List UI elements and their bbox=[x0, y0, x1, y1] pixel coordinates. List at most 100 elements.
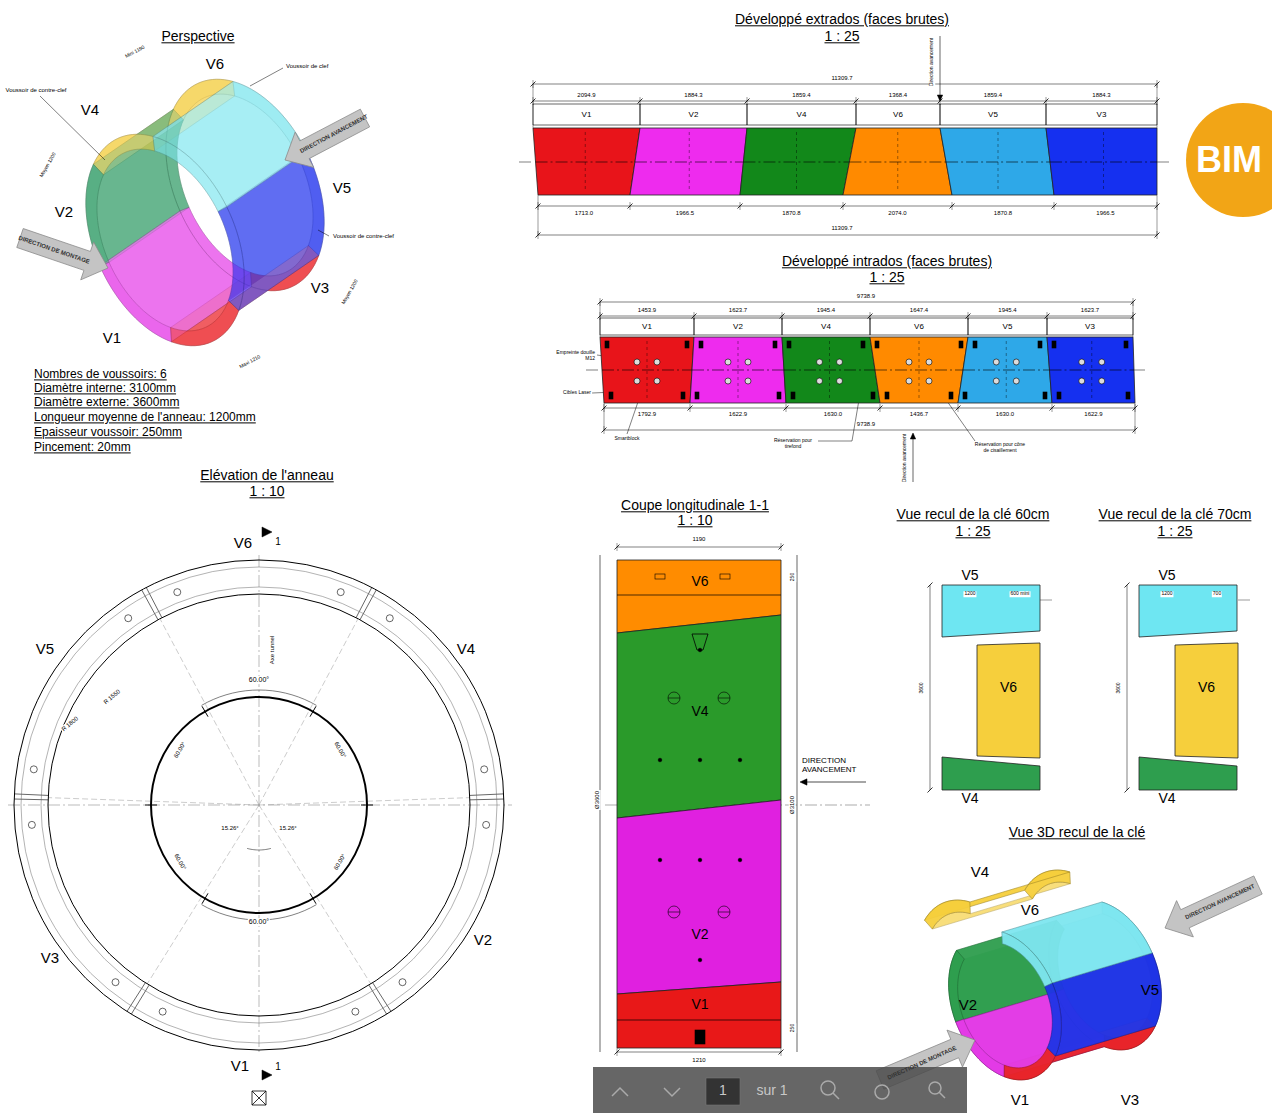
dimension-label: R 1800 bbox=[60, 715, 81, 734]
direction-note: Direction avancement bbox=[902, 433, 908, 483]
dimension-label: 11309.7 bbox=[830, 75, 853, 82]
detail-block bbox=[695, 392, 699, 399]
detail-line bbox=[664, 1088, 680, 1096]
direction-note: DIRECTION AVANCEMENT bbox=[299, 113, 369, 154]
extension-line bbox=[1052, 404, 1053, 412]
axis-line bbox=[519, 162, 533, 163]
segment-name: V6 bbox=[914, 323, 924, 332]
segment-outline bbox=[1047, 318, 1135, 403]
intrados-circle bbox=[48, 594, 470, 1016]
detail-line bbox=[963, 370, 1050, 371]
bolt-hole bbox=[483, 821, 490, 828]
view-title: Vue recul de la clé 60cm bbox=[896, 507, 1051, 522]
bolt-hole bbox=[352, 1008, 359, 1015]
detail-hole bbox=[725, 378, 731, 384]
segment-joint bbox=[142, 590, 158, 620]
segment-shape bbox=[1175, 643, 1238, 758]
extension-line bbox=[538, 195, 539, 235]
view-title: Développé intrados (faces brutes) bbox=[781, 254, 993, 269]
header-cell bbox=[640, 104, 747, 125]
segment-surface bbox=[171, 301, 239, 346]
extension-line bbox=[740, 202, 741, 210]
extension-line bbox=[958, 404, 959, 412]
detail-block bbox=[791, 392, 795, 399]
reference-tick bbox=[145, 805, 157, 806]
direction-line bbox=[940, 36, 941, 100]
dimension-label: Moyen 1200 bbox=[340, 278, 360, 306]
view-symbol bbox=[252, 1091, 266, 1105]
detail-line bbox=[939, 1092, 945, 1098]
extension-line bbox=[617, 543, 618, 551]
developed-view bbox=[519, 36, 1171, 239]
dimension-line bbox=[533, 101, 1157, 102]
detail-block bbox=[949, 392, 953, 399]
segment-name: V2 bbox=[691, 927, 708, 942]
segment-name: V6 bbox=[1021, 902, 1039, 919]
bolt-hole bbox=[28, 821, 35, 828]
detail-hole bbox=[993, 359, 999, 365]
dimension-label: 15.26° bbox=[220, 825, 239, 832]
detail-hole bbox=[1013, 378, 1019, 384]
dimension-label: 1200 bbox=[1160, 591, 1173, 597]
segment-name: V2 bbox=[55, 204, 73, 221]
joint-axis bbox=[259, 798, 470, 805]
segment-block: V6 bbox=[977, 643, 1040, 758]
segment-shape bbox=[843, 128, 952, 195]
segment-surface bbox=[1045, 983, 1062, 1056]
detail-block bbox=[655, 574, 665, 579]
header-cell bbox=[694, 318, 782, 335]
segment-joint bbox=[470, 794, 504, 796]
joint-axis bbox=[259, 805, 371, 984]
segment-block: V5 bbox=[942, 568, 1040, 637]
dimension-label: 3600 bbox=[1116, 681, 1122, 694]
detail-hole bbox=[745, 378, 751, 384]
dimension-label: Axe tunnel bbox=[269, 635, 276, 665]
detail-line bbox=[602, 370, 692, 371]
callout-note: Réservation pour cône de cisaillement bbox=[973, 442, 1027, 453]
segment-shape bbox=[690, 337, 786, 403]
segment-outline bbox=[1175, 643, 1238, 758]
reference-tick bbox=[202, 893, 208, 903]
dimension-label: 1630.0 bbox=[995, 411, 1015, 418]
segment-name: V1 bbox=[691, 997, 708, 1012]
dimension-label: 60.00° bbox=[172, 852, 187, 872]
extension-line bbox=[604, 403, 605, 430]
header-cell bbox=[1047, 318, 1133, 335]
segment-section: V2 bbox=[617, 800, 781, 994]
detail-block bbox=[875, 341, 879, 348]
extension-line bbox=[781, 1048, 782, 1056]
developed-view bbox=[586, 298, 1147, 482]
bolt-hole bbox=[337, 589, 344, 596]
dimension-label: 1368.4 bbox=[888, 92, 908, 99]
dimension-tick bbox=[1125, 788, 1130, 793]
view-title: 1 : 10 bbox=[248, 484, 285, 499]
dimension-label: 2094.9 bbox=[576, 92, 596, 99]
spec-note: Pincement: 20mm bbox=[33, 441, 132, 454]
dimension-line bbox=[533, 84, 1157, 85]
segment-name: V2 bbox=[733, 323, 743, 332]
segment-outline bbox=[630, 104, 747, 195]
segment-name: V2 bbox=[474, 932, 492, 949]
dimension-label: 1713.0 bbox=[574, 210, 594, 217]
detail-hole bbox=[658, 758, 662, 762]
detail-line bbox=[647, 341, 648, 399]
bolt-hole bbox=[399, 979, 406, 986]
view-title: Développé extrados (faces brutes) bbox=[734, 12, 950, 27]
detail-hole bbox=[1099, 378, 1105, 384]
segment-name: V5 bbox=[333, 180, 351, 197]
segment-shape bbox=[1139, 757, 1237, 790]
detail-line bbox=[692, 370, 784, 371]
detail-line bbox=[897, 132, 898, 191]
ring-elevation bbox=[8, 527, 512, 1105]
segment-name: V1 bbox=[582, 111, 592, 120]
detail-block bbox=[973, 341, 977, 348]
axis-line bbox=[1133, 370, 1147, 371]
dimension-label: 1210 bbox=[691, 1057, 706, 1064]
dimension-label: 9738.9 bbox=[856, 421, 876, 428]
segment-name: V5 bbox=[988, 111, 998, 120]
segment-strip: V5 bbox=[958, 318, 1052, 403]
segment-section: V1 bbox=[617, 982, 781, 1048]
reference-tick bbox=[202, 706, 208, 716]
dimension-line bbox=[617, 1052, 781, 1053]
segment-shape bbox=[533, 128, 640, 195]
